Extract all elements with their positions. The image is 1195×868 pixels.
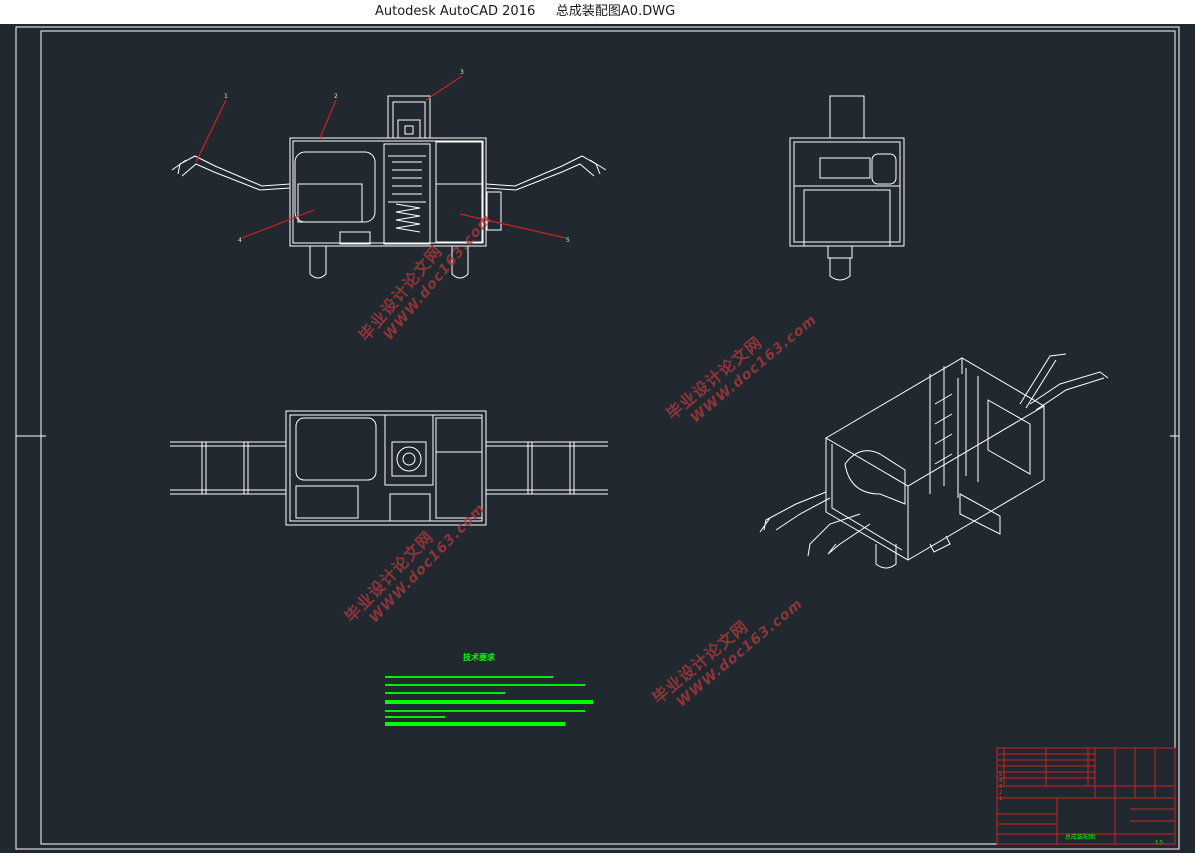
sheet-border bbox=[15, 26, 1180, 850]
isometric-view bbox=[759, 353, 1109, 569]
title-block-row: 1 bbox=[999, 796, 1003, 802]
technical-notes: 技术要求 bbox=[385, 652, 600, 737]
front-view bbox=[171, 95, 607, 279]
window-title: Autodesk AutoCAD 2016 总成装配图A0.DWG bbox=[375, 4, 676, 19]
drawing-scale: 1:5 bbox=[1155, 840, 1164, 846]
notes-title: 技术要求 bbox=[463, 653, 495, 662]
title-bar: Autodesk AutoCAD 2016 总成装配图A0.DWG bbox=[0, 0, 1195, 24]
note-line bbox=[385, 722, 565, 726]
side-view bbox=[789, 95, 905, 281]
note-line bbox=[385, 710, 585, 712]
top-view bbox=[170, 410, 608, 526]
note-line bbox=[385, 684, 585, 686]
title-block-frame bbox=[996, 747, 1176, 845]
drawing-svg: 1 2 3 4 5 bbox=[15, 26, 1180, 850]
drawing-canvas[interactable]: 1 2 3 4 5 bbox=[0, 24, 1195, 853]
balloon-2: 2 bbox=[334, 93, 338, 100]
drawing-frame bbox=[40, 30, 1176, 845]
title-block: 5 4 3 2 1 总成装配图 1:5 bbox=[997, 772, 1175, 868]
leader-lines bbox=[195, 75, 567, 239]
title-block-row: 2 bbox=[999, 790, 1003, 796]
balloon-labels: 1 2 3 4 5 bbox=[224, 69, 570, 244]
title-block-row: 4 bbox=[999, 778, 1003, 784]
balloon-5: 5 bbox=[566, 237, 570, 244]
balloon-4: 4 bbox=[238, 237, 242, 244]
title-block-row: 5 bbox=[999, 772, 1003, 778]
note-line bbox=[385, 692, 505, 694]
drawing-name: 总成装配图 bbox=[1065, 834, 1096, 841]
note-line bbox=[385, 700, 593, 704]
note-line bbox=[385, 676, 553, 678]
note-line bbox=[385, 716, 445, 718]
balloon-3: 3 bbox=[460, 69, 464, 76]
balloon-1: 1 bbox=[224, 93, 228, 100]
title-block-row: 3 bbox=[999, 784, 1003, 790]
